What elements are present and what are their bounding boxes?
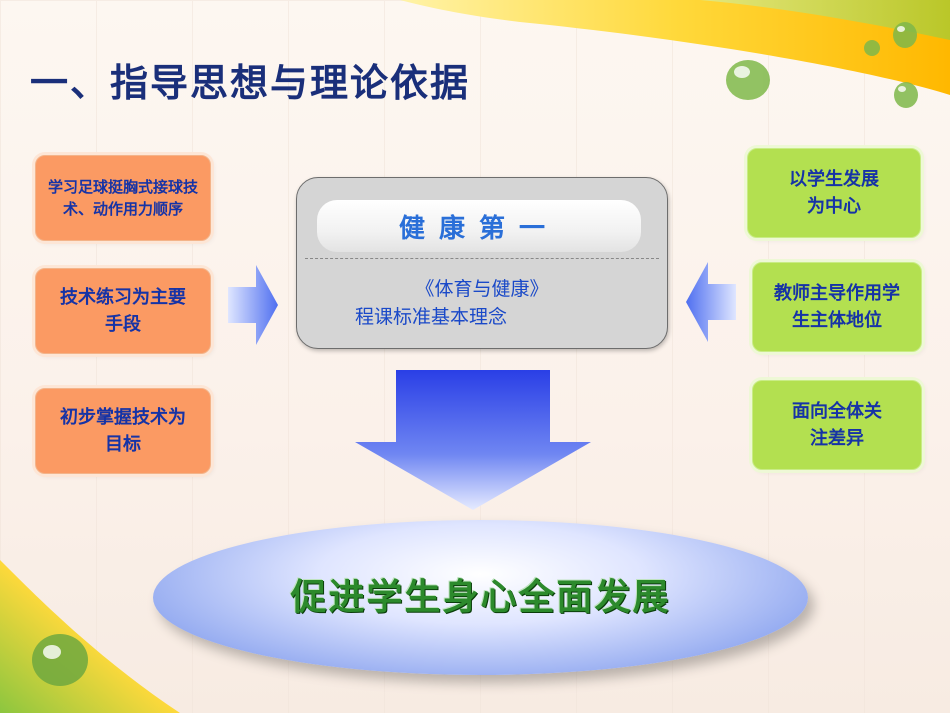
bottom-left-swoosh	[0, 560, 180, 713]
goal-label: 促进学生身心全面发展	[290, 577, 671, 618]
down-arrow-icon	[355, 370, 591, 510]
center-line-1: 《体育与健康》	[415, 278, 549, 300]
right-box-1: 以学生发展为中心	[747, 148, 921, 238]
left-box-1: 学习足球挺胸式接球技术、动作用力顺序	[35, 155, 211, 241]
left-box-3-label: 初步掌握技术为目标	[60, 407, 186, 455]
right-box-1-label: 以学生发展为中心	[789, 169, 879, 217]
center-concept-box: 健康第一 《体育与健康》 程课标准基本理念	[296, 177, 668, 349]
top-right-swoosh	[400, 0, 950, 95]
page-title: 一、指导思想与理论依据	[30, 61, 471, 105]
droplets-top-right	[726, 22, 918, 108]
goal-ellipse	[153, 520, 808, 675]
health-first-heading: 健康第一	[317, 200, 641, 252]
left-box-2-label: 技术练习为主要手段	[60, 287, 186, 335]
right-box-2: 教师主导作用学生主体地位	[752, 262, 922, 352]
left-box-3: 初步掌握技术为目标	[35, 388, 211, 474]
right-box-3: 面向全体关注差异	[752, 380, 922, 470]
left-arrow-icon	[686, 262, 736, 342]
left-box-2: 技术练习为主要手段	[35, 268, 211, 354]
center-line-2: 程课标准基本理念	[355, 306, 508, 328]
right-box-2-label: 教师主导作用学生主体地位	[774, 283, 900, 331]
left-box-1-label: 学习足球挺胸式接球技术、动作用力顺序	[47, 177, 198, 219]
right-arrow-icon	[228, 265, 278, 345]
center-divider	[305, 258, 659, 259]
right-box-3-label: 面向全体关注差异	[792, 401, 882, 449]
